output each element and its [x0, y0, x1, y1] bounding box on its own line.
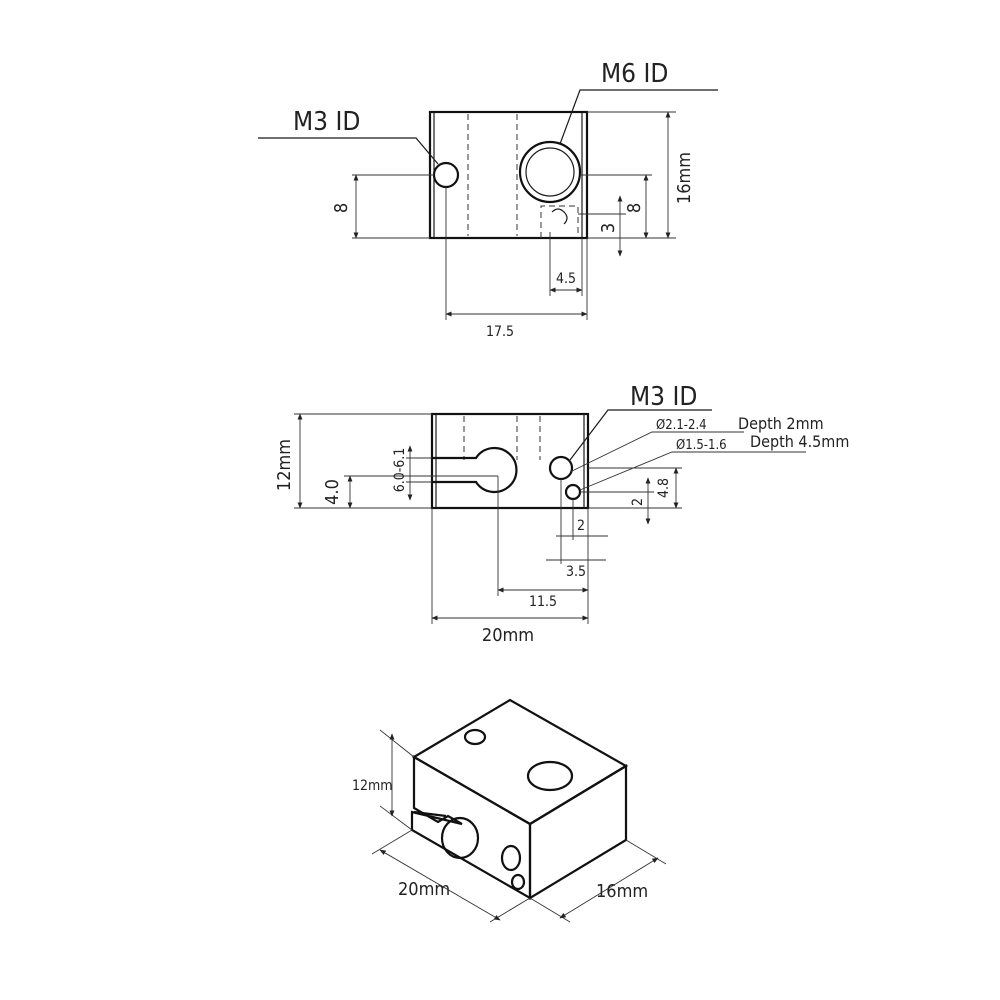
- front-dim-4-0: 4.0: [322, 479, 343, 505]
- top-dim-16mm: 16mm: [674, 152, 695, 204]
- iso-dim-16mm: 16mm: [596, 881, 648, 902]
- iso-dim-12mm: 12mm: [352, 778, 393, 794]
- front-dim-20mm: 20mm: [482, 625, 534, 646]
- top-dim-17-5: 17.5: [486, 324, 514, 340]
- iso-top-m3-hole: [463, 728, 487, 746]
- iso-view: 12mm 20mm 16mm: [352, 698, 667, 923]
- front-hole1-diameter: Ø2.1-2.4: [656, 418, 707, 433]
- iso-top-face: [411, 698, 629, 826]
- front-dim-2-right: 2: [630, 498, 646, 506]
- top-view: M3 ID M6 ID 16mm 8 8 3 4.5 17.5: [258, 59, 718, 340]
- top-dim-8-right: 8: [624, 203, 645, 213]
- front-dim-slot: 6.0-6.1: [392, 448, 408, 493]
- front-m3-label: M3 ID: [630, 382, 697, 412]
- top-m6-leader: [559, 89, 718, 145]
- front-m3-leader: [569, 409, 712, 461]
- front-dim-4-8: 4.8: [656, 478, 672, 498]
- front-view-outline: [430, 412, 590, 510]
- iso-front-face: [410, 755, 532, 900]
- front-slot-bore: [432, 446, 518, 494]
- front-hole1-depth: Depth 2mm: [738, 414, 824, 433]
- front-m3-hole: [548, 455, 574, 481]
- iso-top-m6-hole: [526, 760, 574, 792]
- front-view: M3 ID Ø2.1-2.4 Depth 2mm Ø1.5-1.6 Depth …: [274, 382, 849, 646]
- front-dim-3-5: 3.5: [566, 564, 586, 580]
- front-dim-12mm: 12mm: [274, 439, 295, 491]
- top-dim-3: 3: [598, 223, 619, 233]
- top-m3-label: M3 ID: [293, 107, 360, 137]
- front-hole2-diameter: Ø1.5-1.6: [676, 438, 727, 453]
- front-hole2-depth: Depth 4.5mm: [750, 432, 849, 451]
- front-dim-2-bottom: 2: [577, 518, 585, 534]
- top-m3-hole: [432, 161, 460, 189]
- front-dim-11-5: 11.5: [529, 594, 557, 610]
- iso-right-face: [528, 764, 628, 900]
- top-view-outline: [428, 110, 589, 240]
- top-dim-8-left: 8: [331, 203, 352, 213]
- top-m6-label: M6 ID: [601, 59, 668, 89]
- iso-dim-20mm: 20mm: [398, 879, 450, 900]
- top-dim-4-5: 4.5: [556, 271, 576, 287]
- front-small-hole: [564, 483, 582, 501]
- iso-front-small-hole: [510, 873, 526, 891]
- iso-front-m3-hole: [500, 844, 522, 872]
- top-m6-hole: [518, 140, 582, 204]
- top-m3-leader: [258, 137, 439, 165]
